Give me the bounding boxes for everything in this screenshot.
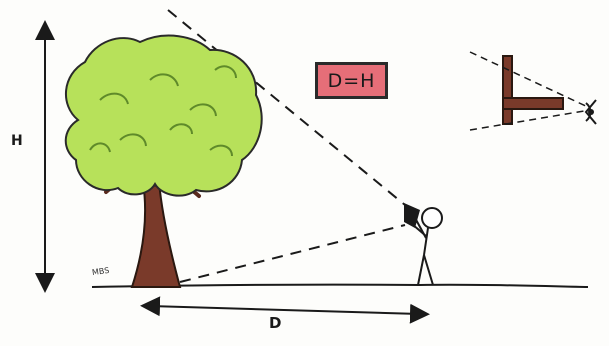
eye-icon bbox=[586, 100, 596, 124]
sight-line-bottom bbox=[180, 225, 405, 282]
distance-arrow bbox=[150, 306, 420, 314]
equation-label: D=H bbox=[328, 70, 376, 92]
height-label: H bbox=[11, 133, 24, 149]
equation-box: D=H bbox=[315, 62, 388, 99]
right-angle-tool-icon bbox=[470, 52, 590, 130]
tree-foliage bbox=[66, 36, 262, 196]
distance-label: D bbox=[269, 314, 282, 332]
stick-figure-icon bbox=[404, 203, 442, 285]
